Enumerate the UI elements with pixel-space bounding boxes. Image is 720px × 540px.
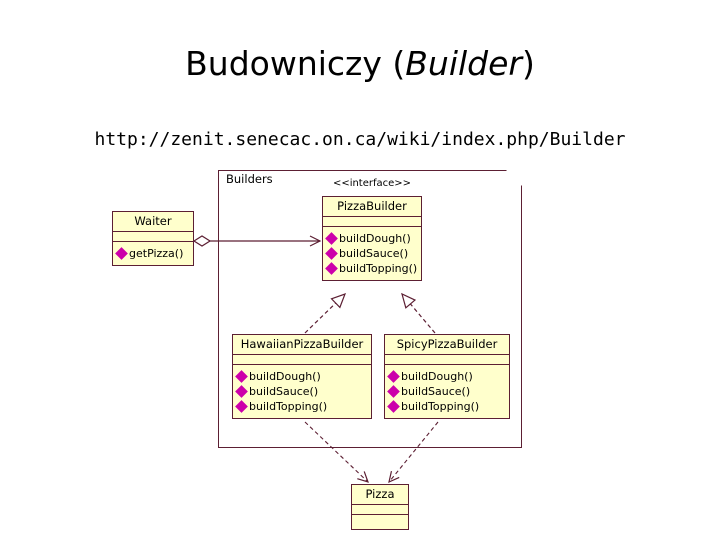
operation-label: getPizza()	[129, 247, 184, 260]
page-title-main: Budowniczy (	[185, 44, 406, 83]
source-url: http://zenit.senecac.on.ca/wiki/index.ph…	[94, 129, 626, 150]
page-title-close: )	[521, 44, 535, 83]
uml-class-pizzabuilder[interactable]: PizzaBuilder buildDough() buildSauce() b…	[322, 196, 422, 281]
class-operations-waiter: getPizza()	[113, 242, 193, 265]
operation-bullet-icon	[325, 247, 338, 260]
operation-label: buildTopping()	[339, 262, 418, 275]
operation-row: buildSauce()	[387, 384, 506, 399]
class-name-spicypizzabuilder: SpicyPizzaBuilder	[385, 335, 509, 355]
operation-row: buildDough()	[325, 231, 418, 246]
operation-row: buildSauce()	[325, 246, 418, 261]
package-label: Builders	[226, 172, 273, 186]
operation-bullet-icon	[235, 370, 248, 383]
class-name-waiter: Waiter	[113, 212, 193, 232]
class-name-hawaiianpizzabuilder: HawaiianPizzaBuilder	[233, 335, 371, 355]
uml-class-hawaiianpizzabuilder[interactable]: HawaiianPizzaBuilder buildDough() buildS…	[232, 334, 372, 419]
class-operations-pizza	[352, 515, 408, 529]
operation-label: buildTopping()	[401, 400, 480, 413]
page-title: Budowniczy (Builder)	[0, 44, 720, 83]
uml-class-spicypizzabuilder[interactable]: SpicyPizzaBuilder buildDough() buildSauc…	[384, 334, 510, 419]
operation-label: buildDough()	[339, 232, 411, 245]
class-operations-spicypizzabuilder: buildDough() buildSauce() buildTopping()	[385, 365, 509, 418]
operation-label: buildSauce()	[339, 247, 409, 260]
operation-bullet-icon	[387, 400, 400, 413]
package-frame-builders	[218, 170, 522, 448]
operation-bullet-icon	[387, 370, 400, 383]
operation-label: buildDough()	[249, 370, 321, 383]
page-title-italic: Builder	[405, 44, 522, 83]
class-attributes-pizzabuilder	[323, 217, 421, 227]
class-operations-hawaiianpizzabuilder: buildDough() buildSauce() buildTopping()	[233, 365, 371, 418]
class-name-pizza: Pizza	[352, 485, 408, 505]
operation-row: buildDough()	[387, 369, 506, 384]
operation-row: getPizza()	[115, 246, 190, 261]
operation-row: buildTopping()	[235, 399, 368, 414]
class-operations-pizzabuilder: buildDough() buildSauce() buildTopping()	[323, 227, 421, 280]
operation-row: buildTopping()	[387, 399, 506, 414]
uml-class-waiter[interactable]: Waiter getPizza()	[112, 211, 194, 266]
class-attributes-pizza	[352, 505, 408, 515]
operation-bullet-icon	[235, 385, 248, 398]
operation-label: buildSauce()	[249, 385, 319, 398]
operation-bullet-icon	[115, 247, 128, 260]
operation-row: buildSauce()	[235, 384, 368, 399]
class-name-pizzabuilder: PizzaBuilder	[323, 197, 421, 217]
stereotype-interface: <<interface>>	[332, 178, 412, 189]
operation-label: buildTopping()	[249, 400, 328, 413]
operation-bullet-icon	[387, 385, 400, 398]
operation-bullet-icon	[325, 232, 338, 245]
operation-bullet-icon	[235, 400, 248, 413]
class-attributes-waiter	[113, 232, 193, 242]
operation-row: buildTopping()	[325, 261, 418, 276]
operation-bullet-icon	[325, 262, 338, 275]
operation-label: buildDough()	[401, 370, 473, 383]
operation-label: buildSauce()	[401, 385, 471, 398]
operation-row: buildDough()	[235, 369, 368, 384]
uml-class-pizza[interactable]: Pizza	[351, 484, 409, 530]
class-attributes-spicypizzabuilder	[385, 355, 509, 365]
class-attributes-hawaiianpizzabuilder	[233, 355, 371, 365]
